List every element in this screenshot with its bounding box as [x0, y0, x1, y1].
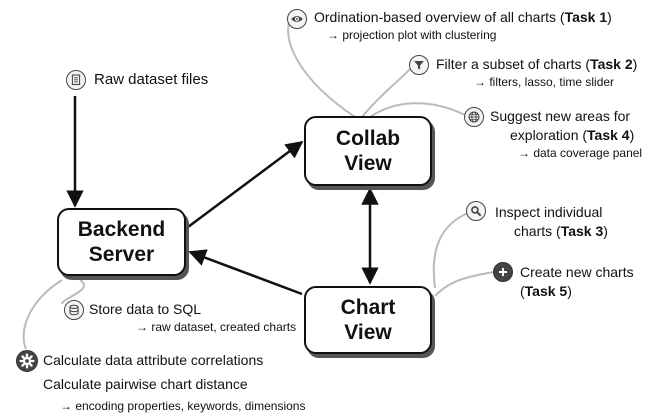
task4-tag: Task 4: [587, 127, 630, 143]
arrow-backend-to-collab: [183, 140, 304, 232]
leader-task3: [432, 212, 469, 289]
calc-distance-label: Calculate pairwise chart distance: [43, 376, 248, 392]
task1-label: Ordination-based overview of all charts …: [314, 9, 612, 26]
task4-line2: exploration (Task 4): [510, 127, 634, 144]
task3-line2: charts (Task 3): [514, 223, 608, 240]
magnifier-icon: [466, 201, 486, 221]
backend-line2: Server: [88, 243, 155, 266]
task2-detail: → filters, lasso, time slider: [474, 75, 615, 89]
task4-line1: Suggest new areas for: [490, 108, 631, 124]
collab-line1: Collab: [335, 127, 401, 150]
globe-icon: [464, 107, 484, 127]
task5-text: (: [520, 283, 525, 299]
task5-line2: (Task 5): [520, 283, 572, 300]
task2-tag: Task 2: [590, 56, 633, 72]
collab-line2: View: [344, 152, 392, 175]
task4-text: exploration (: [510, 127, 588, 143]
task3-tag: Task 3: [560, 223, 604, 239]
task1-text: Ordination-based overview of all charts …: [314, 9, 565, 25]
document-icon: [66, 70, 86, 90]
task5-line1: Create new charts: [520, 264, 634, 280]
task5-close: ): [567, 283, 572, 299]
gear-icon: [16, 350, 38, 372]
chart-line1: Chart: [340, 296, 396, 319]
task4-detail: → data coverage panel: [518, 146, 643, 160]
leader-task2: [361, 66, 413, 118]
task3-close: ): [603, 223, 608, 239]
task3-text: charts (: [514, 223, 561, 239]
task1-detail: → projection plot with clustering: [327, 28, 497, 42]
calc-detail: → encoding properties, keywords, dimensi…: [60, 399, 306, 413]
backend-line1: Backend: [77, 218, 166, 241]
task1-close: ): [607, 9, 612, 25]
leader-store: [61, 279, 85, 305]
leader-task5: [434, 271, 495, 297]
arrow-chart-to-backend: [188, 249, 303, 296]
filter-icon: [409, 55, 429, 75]
chart-line2: View: [344, 321, 392, 344]
eye-icon: [287, 9, 307, 29]
task4-close: ): [629, 127, 635, 143]
plus-circle-icon: [493, 262, 513, 282]
raw-dataset-label: Raw dataset files: [94, 71, 209, 88]
task5-tag: Task 5: [524, 283, 568, 299]
task2-close: ): [632, 56, 638, 72]
task2-text: Filter a subset of charts (: [436, 56, 591, 72]
leader-calc: [22, 279, 63, 350]
database-icon: [64, 300, 84, 320]
store-data-label: Store data to SQL: [89, 301, 202, 317]
calc-correlations-label: Calculate data attribute correlations: [43, 352, 264, 368]
leader-task4: [369, 102, 466, 118]
task2-label: Filter a subset of charts (Task 2): [436, 56, 637, 73]
task1-tag: Task 1: [564, 9, 608, 25]
task3-line1: Inspect individual: [495, 204, 603, 220]
store-data-detail: → raw dataset, created charts: [136, 320, 297, 334]
